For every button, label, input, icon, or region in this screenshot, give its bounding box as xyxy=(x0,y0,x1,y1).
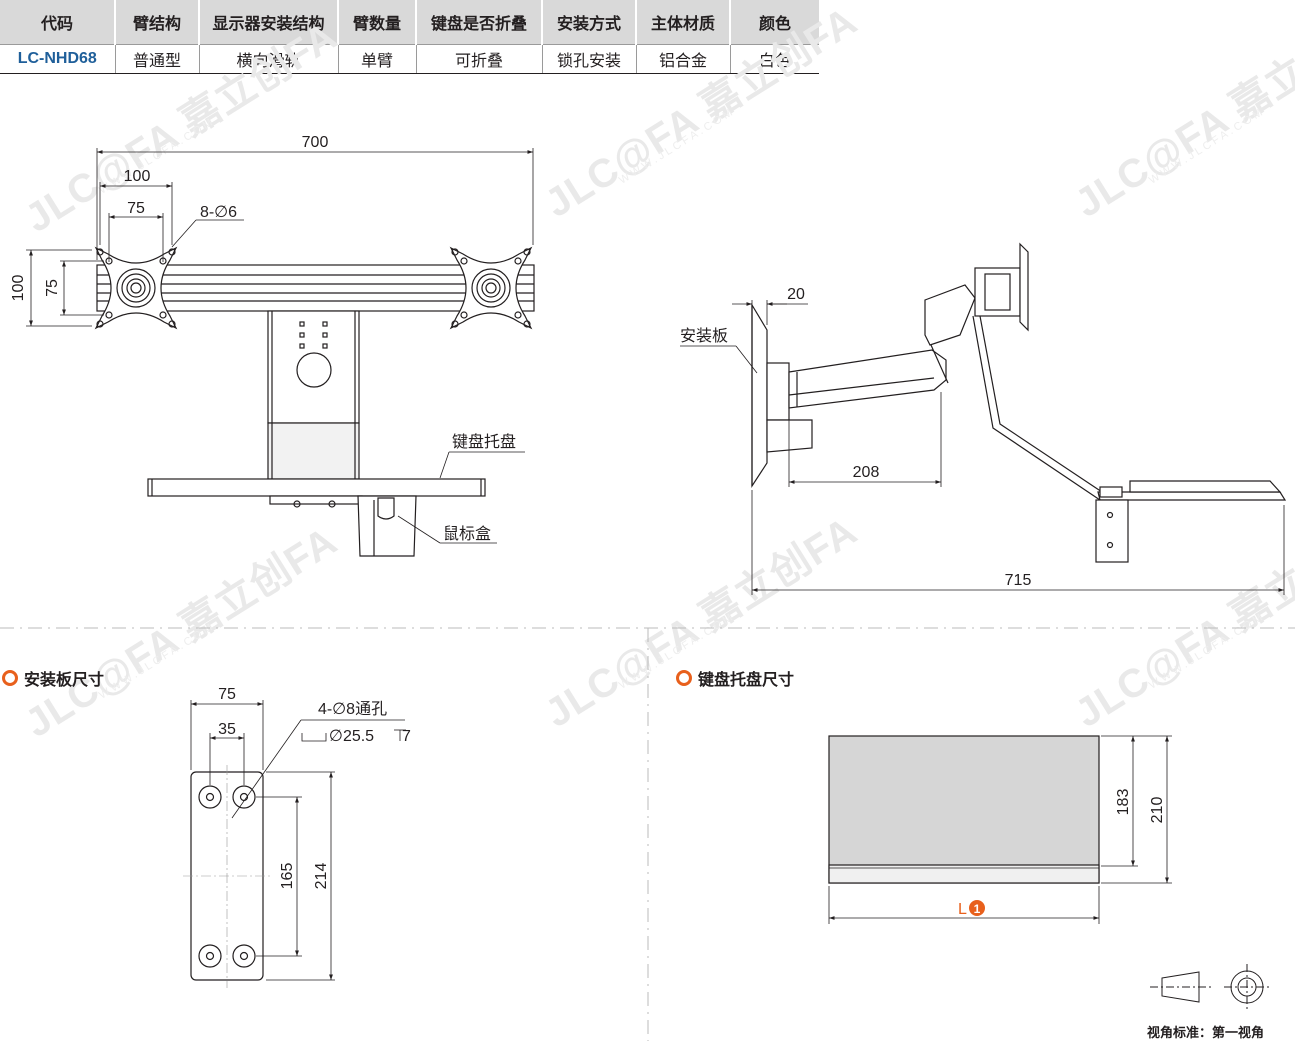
label-mouse-box: 鼠标盒 xyxy=(443,525,491,543)
spec-table: 代码 臂结构 显示器安装结构 臂数量 键盘是否折叠 安装方式 主体材质 颜色 L… xyxy=(0,0,819,74)
side-view-dimensions xyxy=(680,300,1285,595)
header-arm-structure: 臂结构 xyxy=(115,0,200,45)
header-code: 代码 xyxy=(0,0,116,45)
circle-bullet-icon xyxy=(2,670,18,686)
first-angle-projection-icon xyxy=(1150,964,1270,1010)
cell-keyboard-fold: 可折叠 xyxy=(416,44,543,74)
header-arm-count: 臂数量 xyxy=(338,0,417,45)
dim-208: 208 xyxy=(853,464,880,481)
header-material: 主体材质 xyxy=(636,0,731,45)
mount-plate-dim-text: 75 35 4-∅8通孔 ∅25.5 7 165 214 xyxy=(218,686,411,889)
dim-plate-214: 214 xyxy=(313,863,330,890)
header-monitor-mount: 显示器安装结构 xyxy=(199,0,339,45)
dim-tray-210: 210 xyxy=(1149,797,1166,824)
cell-mount-method: 锁孔安装 xyxy=(542,44,637,74)
label-mount-plate: 安装板 xyxy=(680,327,728,345)
dim-tray-183: 183 xyxy=(1115,789,1132,816)
keyboard-tray-dim-text: 183 210 L 1 xyxy=(958,789,1166,918)
dim-tray-length-l: L xyxy=(958,901,967,918)
side-view-dim-text: 20 208 715 安装板 xyxy=(680,286,1031,589)
plate-section-label: 安装板尺寸 xyxy=(24,672,105,689)
spec-row: LC-NHD68 普通型 横向滑轨 单臂 可折叠 锁孔安装 铝合金 白色 xyxy=(0,44,819,74)
dim-715: 715 xyxy=(1005,572,1032,589)
mount-plate-dimensions xyxy=(190,700,406,981)
front-view-dimensions xyxy=(26,148,534,544)
cell-material: 铝合金 xyxy=(636,44,731,74)
cell-monitor-mount: 横向滑轨 xyxy=(199,44,339,74)
projection-note: 视角标准：第一视角 xyxy=(1147,1025,1265,1040)
dim-plate-counterbore: ∅25.5 xyxy=(329,728,374,745)
cell-color: 白色 xyxy=(730,44,819,74)
dim-plate-35: 35 xyxy=(218,721,236,738)
front-view-dim-text: 700 100 75 8-∅6 100 75 键盘托盘 鼠标盒 xyxy=(10,134,516,543)
cell-code: LC-NHD68 xyxy=(0,44,116,74)
cell-arm-structure: 普通型 xyxy=(115,44,200,74)
dim-plate-75: 75 xyxy=(218,686,236,703)
spec-header-row: 代码 臂结构 显示器安装结构 臂数量 键盘是否折叠 安装方式 主体材质 颜色 xyxy=(0,0,819,45)
keyboard-tray-drawing xyxy=(828,735,1100,884)
dim-20: 20 xyxy=(787,286,805,303)
dim-plate-165: 165 xyxy=(279,863,296,890)
tray-section-label: 键盘托盘尺寸 xyxy=(698,672,795,689)
note-marker-icon xyxy=(969,900,985,916)
plate-section-title: 安装板尺寸 xyxy=(2,666,104,690)
front-view xyxy=(95,247,535,557)
tray-section-title: 键盘托盘尺寸 xyxy=(676,666,794,690)
circle-bullet-icon xyxy=(676,670,692,686)
cell-arm-count: 单臂 xyxy=(338,44,417,74)
label-keyboard-tray: 键盘托盘 xyxy=(452,432,516,451)
dim-700: 700 xyxy=(302,134,329,151)
dim-100-vertical: 100 xyxy=(10,275,27,302)
header-color: 颜色 xyxy=(730,0,819,45)
keyboard-tray-dimensions xyxy=(828,735,1172,924)
dim-8-holes: 8-∅6 xyxy=(200,204,237,221)
dim-75-horizontal: 75 xyxy=(127,200,145,217)
dim-plate-depth: 7 xyxy=(402,728,411,745)
dim-plate-holes: 4-∅8通孔 xyxy=(318,700,387,718)
mount-plate-drawing xyxy=(183,765,271,988)
section-dividers xyxy=(0,627,1295,1041)
header-keyboard-fold: 键盘是否折叠 xyxy=(416,0,543,45)
side-view xyxy=(751,242,1287,563)
note-marker-number: 1 xyxy=(974,902,981,916)
dim-100-horizontal: 100 xyxy=(124,168,151,185)
dim-75-vertical: 75 xyxy=(44,279,61,297)
header-mount-method: 安装方式 xyxy=(542,0,637,45)
